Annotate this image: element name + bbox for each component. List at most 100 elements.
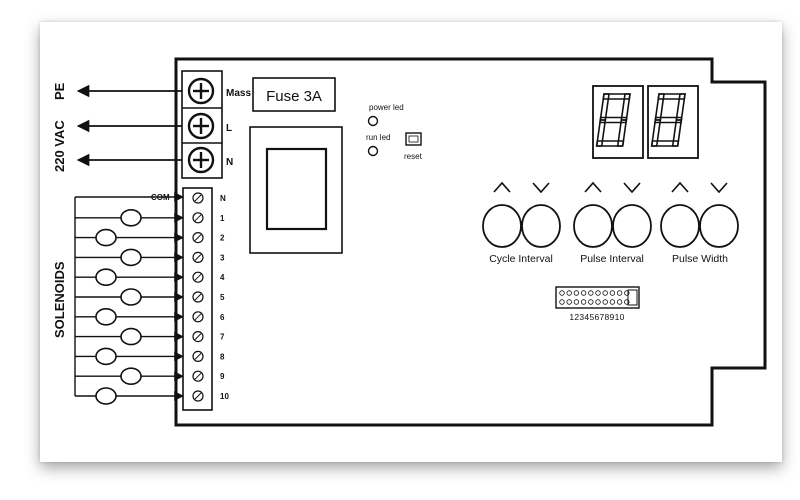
solenoid-terminal-label: 3 (220, 253, 225, 262)
solenoid-terminal-label: 4 (220, 273, 225, 282)
knob-pulse-interval-up[interactable] (573, 204, 613, 248)
solenoid-terminal (192, 350, 204, 362)
label-pulse-interval: Pulse Interval (580, 253, 644, 265)
connector-pin (566, 299, 572, 305)
segment-f (654, 93, 665, 121)
knob-pulse-width-down[interactable] (699, 204, 739, 248)
segment-b (675, 93, 686, 121)
pe-label: PE (52, 82, 67, 100)
connector-pin (559, 290, 565, 296)
solenoids-label: SOLENOIDS (52, 261, 67, 338)
segment-c (616, 119, 628, 147)
solenoid-terminal-label: 7 (220, 333, 225, 342)
display-digit-1 (595, 93, 631, 147)
seven-segment-display (592, 85, 699, 159)
connector-pin (566, 290, 572, 296)
screw-terminal-n (187, 146, 215, 174)
power-led (367, 115, 379, 127)
solenoid-coil (75, 268, 184, 287)
solenoid-coil (75, 209, 184, 227)
solenoid-terminal-label: 9 (220, 372, 225, 381)
fuse-box (252, 77, 336, 112)
screw-terminal-l (187, 112, 215, 140)
pin-header-connector (555, 286, 640, 309)
terminal-label-n: N (226, 157, 233, 168)
solenoid-terminal-label: 1 (220, 214, 225, 223)
solenoid-terminal-label: 2 (220, 234, 225, 243)
solenoid-coil (75, 288, 184, 306)
transformer-outer (249, 126, 343, 254)
knob-cycle-interval-down[interactable] (521, 204, 561, 248)
connector-pin (616, 290, 623, 296)
solenoid-coil (75, 307, 184, 326)
knob-pulse-interval-down[interactable] (612, 204, 652, 248)
connector-pin (580, 299, 587, 305)
connector-pin (624, 299, 630, 305)
connector-pin (573, 299, 580, 305)
solenoid-terminal (192, 212, 204, 224)
solenoid-terminal (192, 271, 204, 283)
segment-e (650, 119, 662, 147)
vac-label: 220 VAC (52, 120, 67, 172)
knob-pulse-width-up[interactable] (660, 204, 700, 248)
chevron-down-icon (710, 182, 728, 194)
solenoid-wires (75, 209, 184, 405)
connector-pin (595, 299, 601, 305)
com-label: COM (151, 193, 170, 202)
chevron-down-icon (532, 182, 550, 194)
connector-pin-numbers: 12345678910 (569, 312, 624, 322)
chevron-up-icon (493, 181, 511, 193)
fuse-label: Fuse 3A (266, 88, 322, 105)
connector-pin (616, 299, 623, 305)
solenoid-coil (75, 347, 184, 366)
terminal-label-mass: Mass (226, 88, 251, 99)
solenoid-terminal (192, 311, 204, 323)
segment-g (599, 116, 628, 124)
knob-chevrons (493, 181, 728, 194)
solenoid-terminal-label: 5 (220, 293, 225, 302)
chevron-down-icon (623, 182, 641, 194)
connector-pin (559, 299, 565, 305)
solenoid-terminal (192, 291, 204, 303)
solenoid-terminal (192, 251, 204, 263)
segment-f (599, 93, 610, 121)
segment-e (595, 119, 607, 147)
label-pulse-width: Pulse Width (672, 253, 728, 265)
segment-b (620, 93, 631, 121)
solenoid-terminal (192, 370, 204, 382)
solenoid-coil (75, 228, 184, 247)
connector-pin (602, 299, 608, 305)
connector-pin (573, 290, 580, 296)
board-outline (174, 57, 767, 427)
solenoid-terminal-label: 8 (220, 352, 225, 361)
solenoid-terminal-label: N (220, 194, 226, 203)
solenoid-terminal-label: 6 (220, 313, 225, 322)
connector-pin (624, 290, 630, 296)
run-led (367, 145, 379, 157)
power-terminal-block (181, 70, 223, 179)
knob-cycle-interval-up[interactable] (482, 204, 522, 248)
reset-button[interactable] (405, 132, 422, 146)
terminal-label-l: L (226, 123, 232, 134)
label-cycle-interval: Cycle Interval (489, 253, 553, 265)
connector-pin (609, 290, 616, 296)
display-digit-2 (650, 93, 686, 147)
solenoid-terminal (192, 232, 204, 244)
solenoid-coil (75, 248, 184, 267)
reset-label: reset (404, 152, 423, 161)
connector-pin (602, 290, 608, 296)
chevron-up-icon (671, 181, 689, 193)
connector-pin (580, 290, 587, 296)
screw-terminal-mass (187, 77, 215, 105)
power-led-label: power led (369, 103, 404, 112)
transformer-inner (265, 147, 328, 231)
run-led-label: run led (366, 133, 390, 142)
solenoid-terminal (192, 390, 204, 402)
connector-pin (609, 299, 616, 305)
chevron-up-icon (584, 181, 602, 193)
solenoid-coil (75, 387, 184, 405)
connector-pin (588, 290, 594, 296)
connector-pin (595, 290, 601, 296)
